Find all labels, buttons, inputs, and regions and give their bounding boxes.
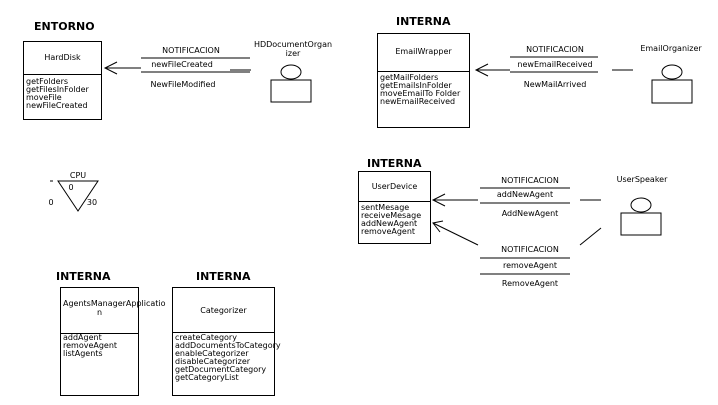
operation: createCategory — [175, 333, 237, 342]
operation: getMailFolders — [380, 73, 439, 82]
operation: getEmailsInFolder — [380, 81, 452, 90]
operation: newFileCreated — [26, 101, 88, 110]
operation: getFolders — [26, 77, 69, 86]
cpu-label: CPU — [69, 171, 87, 180]
message-event: RemoveAgent — [501, 279, 559, 288]
class-userdevice-ops: sentMesage receiveMesage addNewAgent rem… — [361, 204, 421, 236]
message-method: newEmailReceived — [517, 60, 593, 69]
operation: newEmailReceived — [380, 97, 456, 106]
operation: disableCategorizer — [175, 357, 251, 366]
operation: addNewAgent — [361, 219, 418, 228]
class-categorizer-name: Categorizer — [200, 306, 247, 315]
class-harddisk-ops: getFolders getFilesInFolder moveFile new… — [26, 78, 89, 110]
message-kind: NOTIFICACION — [162, 46, 220, 55]
message-kind: NOTIFICACION — [501, 245, 559, 254]
message-event: AddNewAgent — [501, 209, 559, 218]
message-method: removeAgent — [502, 261, 558, 270]
actor-userspeaker-label: UserSpeaker — [616, 175, 668, 184]
actor-hddocumentorganizer-label: HDDocumentOrgan izer — [253, 40, 333, 58]
header-interna-user: INTERNA — [367, 157, 422, 170]
class-categorizer-ops: createCategory addDocumentsToCategory en… — [175, 334, 281, 382]
operation: moveFile — [26, 93, 62, 102]
cpu-max: 30 — [86, 198, 98, 207]
class-userdevice[interactable]: UserDevice sentMesage receiveMesage addN… — [358, 171, 431, 244]
class-emailwrapper-ops: getMailFolders getEmailsInFolder moveEma… — [380, 74, 460, 106]
message-event: NewMailArrived — [523, 80, 587, 89]
class-userdevice-name: UserDevice — [371, 182, 418, 191]
operation: getDocumentCategory — [175, 365, 267, 374]
class-emailwrapper-name: EmailWrapper — [395, 47, 452, 56]
header-interna-email: INTERNA — [396, 15, 451, 28]
operation: removeAgent — [361, 227, 416, 236]
message-event: NewFileModified — [150, 80, 216, 89]
class-agentsmanager[interactable]: AgentsManagerApplicatio n addAgent remov… — [60, 287, 166, 396]
cpu-min: 0 — [48, 198, 54, 207]
class-emailwrapper[interactable]: EmailWrapper getMailFolders getEmailsInF… — [377, 33, 470, 128]
operation: enableCategorizer — [175, 349, 249, 358]
message-method: addNewAgent — [496, 190, 554, 199]
class-agentsmanager-name: AgentsManagerApplicatio n — [63, 299, 166, 317]
class-agentsmanager-ops: addAgent removeAgent listAgents — [63, 334, 117, 358]
operation: getFilesInFolder — [26, 85, 89, 94]
message-kind: NOTIFICACION — [526, 45, 584, 54]
class-divider — [61, 333, 138, 334]
class-divider — [359, 201, 430, 202]
class-divider — [24, 74, 101, 75]
class-harddisk-name: HardDisk — [44, 53, 81, 62]
class-harddisk[interactable]: HardDisk getFolders getFilesInFolder mov… — [23, 41, 102, 120]
operation: addAgent — [63, 333, 102, 342]
cpu-value: 0 — [68, 183, 74, 192]
class-divider — [173, 332, 274, 333]
message-method: newFileCreated — [151, 60, 213, 69]
actor-emailorganizer-label: EmailOrganizer — [640, 44, 702, 53]
operation: receiveMesage — [361, 211, 422, 220]
operation: getCategoryList — [175, 373, 239, 382]
operation: sentMesage — [361, 203, 410, 212]
operation: removeAgent — [63, 341, 118, 350]
header-interna-categorizer: INTERNA — [196, 270, 251, 283]
message-kind: NOTIFICACION — [501, 176, 559, 185]
header-entorno: ENTORNO — [34, 20, 95, 33]
class-divider — [378, 71, 469, 72]
operation: addDocumentsToCategory — [175, 341, 281, 350]
header-interna-agents: INTERNA — [56, 270, 111, 283]
class-categorizer[interactable]: Categorizer createCategory addDocumentsT… — [172, 287, 281, 396]
operation: listAgents — [63, 349, 103, 358]
operation: moveEmailTo Folder — [380, 89, 461, 98]
